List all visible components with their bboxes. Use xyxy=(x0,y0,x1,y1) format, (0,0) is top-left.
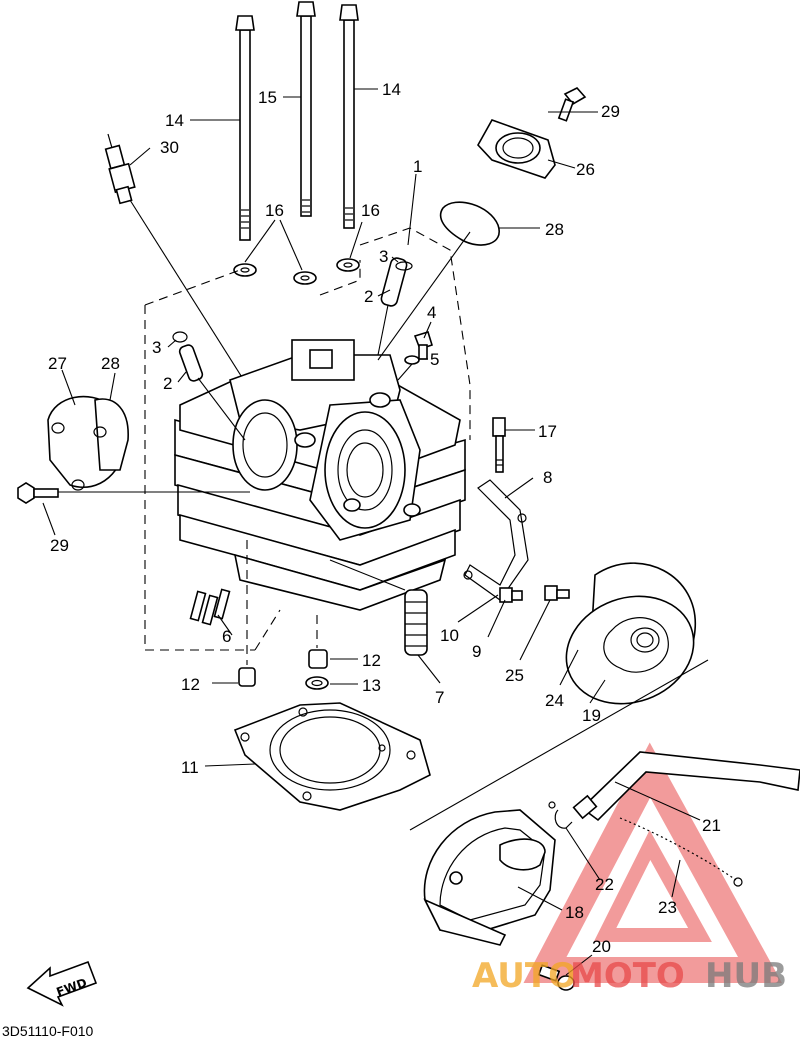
callout-15: 15 xyxy=(258,88,277,107)
group-guide-lines xyxy=(409,659,709,831)
valve-adjusters-6 xyxy=(189,588,231,626)
dowel-pin-12b xyxy=(238,540,256,687)
cylinder-stud-middle xyxy=(296,1,316,217)
bolt-29-top xyxy=(557,87,587,122)
washers-16 xyxy=(233,258,360,285)
callout-2-left: 2 xyxy=(163,374,172,393)
callout-22: 22 xyxy=(595,875,614,894)
callout-12-left: 12 xyxy=(181,675,200,694)
callout-18: 18 xyxy=(565,903,584,922)
bolt-25 xyxy=(544,585,570,601)
flange-26 xyxy=(477,119,556,179)
leader-lines xyxy=(42,88,701,976)
callout-7: 7 xyxy=(435,688,444,707)
watermark-part3: HUB xyxy=(705,956,787,996)
watermark-part2: MOTO xyxy=(570,956,685,996)
callout-23: 23 xyxy=(658,898,677,917)
watermark-text: AUTO MOTO HUB xyxy=(472,956,787,996)
callout-24: 24 xyxy=(545,691,564,710)
callout-13: 13 xyxy=(362,676,381,695)
cover-19 xyxy=(565,562,696,705)
bolt-20 xyxy=(537,964,575,991)
callout-30: 30 xyxy=(160,138,179,157)
o-ring-28-top xyxy=(377,201,500,361)
spark-plug xyxy=(104,133,251,391)
callout-25: 25 xyxy=(505,666,524,685)
o-ring-13 xyxy=(305,676,329,690)
washer-5 xyxy=(404,355,420,365)
clip-22 xyxy=(548,801,573,829)
callout-28-left: 28 xyxy=(101,354,120,373)
lever-21 xyxy=(572,751,800,822)
callout-3-left: 3 xyxy=(152,338,161,357)
callout-labels: 1 2 2 3 3 4 5 6 7 8 9 10 11 12 12 13 14 … xyxy=(48,80,721,956)
chain-23 xyxy=(619,817,743,887)
callout-3-right: 3 xyxy=(379,247,388,266)
bolt-17 xyxy=(492,417,506,473)
head-assembly-outline xyxy=(144,227,471,651)
tappet-cover-27 xyxy=(47,395,129,491)
watermark-part1: AUTO xyxy=(472,956,577,996)
callout-29-left: 29 xyxy=(50,536,69,555)
callout-5: 5 xyxy=(430,350,439,369)
valve-guide-left xyxy=(172,331,246,441)
callout-14-left: 14 xyxy=(165,111,184,130)
bolt-4 xyxy=(413,331,433,360)
callout-12-right: 12 xyxy=(362,651,381,670)
callout-29-top: 29 xyxy=(601,102,620,121)
callout-6: 6 xyxy=(222,627,231,646)
watermark-logo xyxy=(523,742,782,983)
callout-28-top: 28 xyxy=(545,220,564,239)
bolt-9 xyxy=(499,587,523,603)
callout-10: 10 xyxy=(440,626,459,645)
cylinder-stud-right xyxy=(339,4,359,229)
side-cover-18 xyxy=(423,809,556,946)
callout-19: 19 xyxy=(582,706,601,725)
callout-20: 20 xyxy=(592,937,611,956)
callout-14-right: 14 xyxy=(382,80,401,99)
callout-11: 11 xyxy=(181,758,199,777)
callout-16-right: 16 xyxy=(361,201,380,220)
callout-21: 21 xyxy=(702,816,721,835)
spring-7 xyxy=(404,589,428,656)
callout-27: 27 xyxy=(48,354,67,373)
callout-9: 9 xyxy=(472,642,481,661)
callout-16-left: 16 xyxy=(265,201,284,220)
head-gasket-11 xyxy=(233,702,431,811)
cylinder-stud-left xyxy=(235,15,255,241)
cylinder-head xyxy=(174,339,466,611)
callout-26: 26 xyxy=(576,160,595,179)
callout-17: 17 xyxy=(538,422,557,441)
diagram-code: 3D51110-F010 xyxy=(2,1023,94,1039)
callout-4: 4 xyxy=(427,303,436,322)
gasket-8 xyxy=(463,479,529,601)
callout-1: 1 xyxy=(413,157,422,176)
bolt-29-left xyxy=(17,482,250,504)
valve-guide-right xyxy=(377,257,413,356)
callout-8: 8 xyxy=(543,468,552,487)
fwd-arrow: FWD xyxy=(26,960,98,1007)
dowel-pin-12 xyxy=(308,649,328,669)
callout-2-right: 2 xyxy=(364,287,373,306)
